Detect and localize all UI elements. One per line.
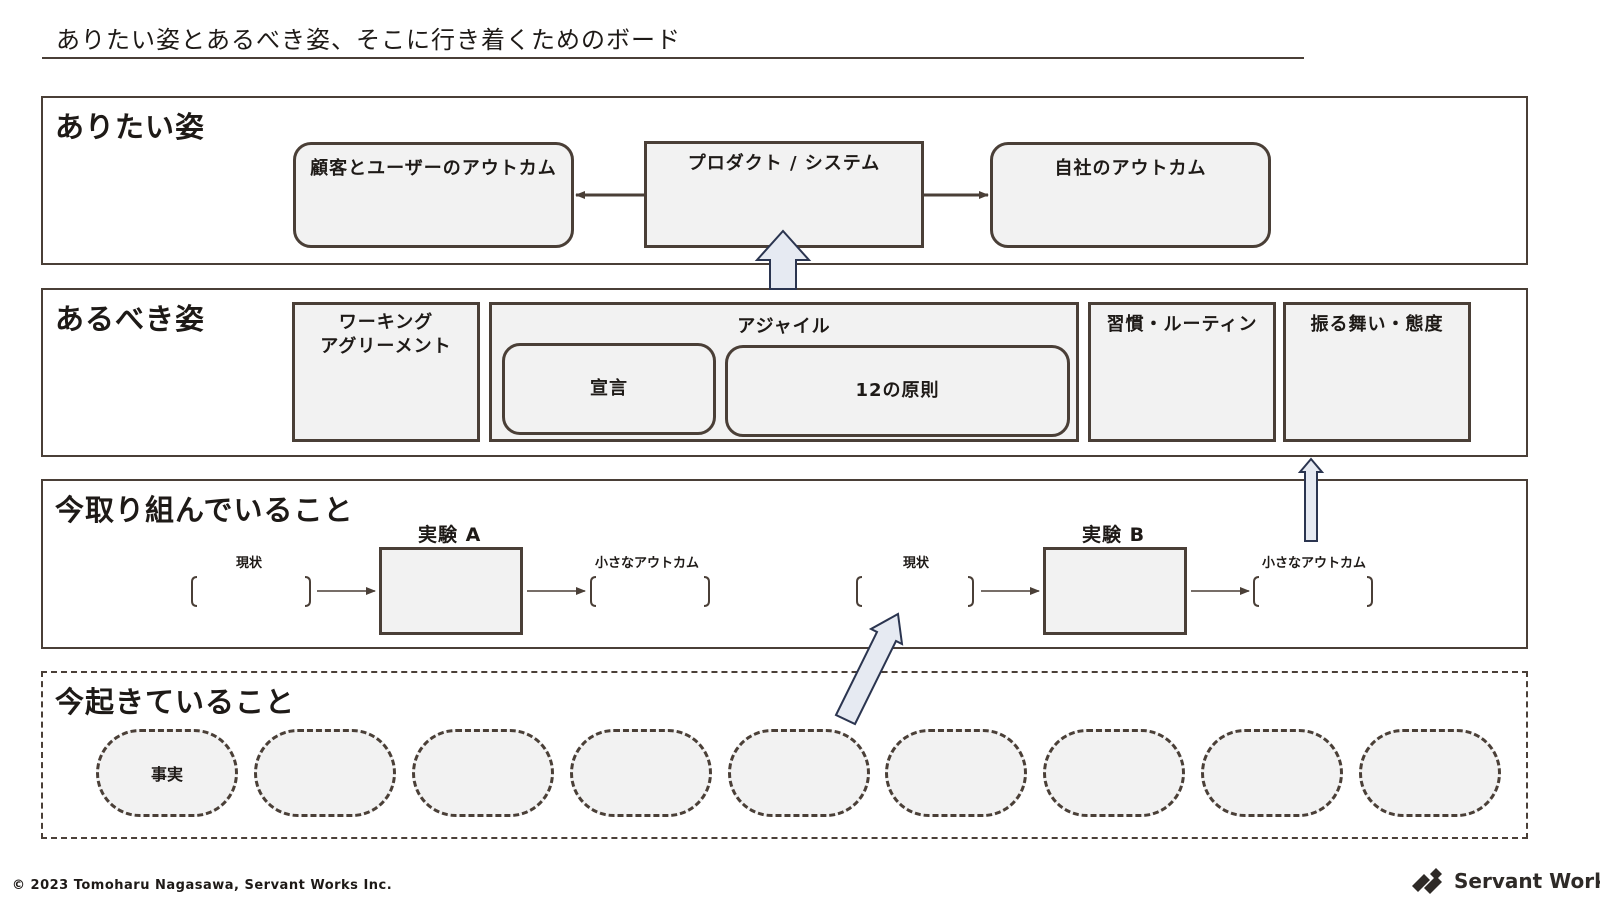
section-current-work-label: 今取り組んでいること: [55, 493, 354, 527]
fact-card[interactable]: [570, 729, 712, 817]
fact-card[interactable]: [1359, 729, 1501, 817]
servant-works-logo-icon: [1412, 868, 1442, 894]
board-title: ありたい姿とあるべき姿、そこに行き着くためのボード: [56, 26, 681, 54]
fact-card[interactable]: [1043, 729, 1185, 817]
fact-card[interactable]: [728, 729, 870, 817]
fact-card[interactable]: [412, 729, 554, 817]
behavior-label: 振る舞い・態度: [1310, 314, 1444, 335]
behavior-card[interactable]: 振る舞い・態度: [1283, 302, 1471, 442]
working-agreement-card[interactable]: ワーキング アグリーメント: [292, 302, 480, 442]
experiment-a-title: 実験 A: [418, 524, 482, 546]
experiment-a-box[interactable]: [379, 547, 523, 635]
current-state-a-label: 現状: [236, 556, 263, 571]
working-agreement-label: ワーキング アグリーメント: [320, 312, 452, 358]
customer-outcome-card[interactable]: 顧客とユーザーのアウトカム: [293, 142, 574, 248]
habits-label: 習慣・ルーティン: [1106, 314, 1258, 335]
fact-card[interactable]: 事実: [96, 729, 238, 817]
product-system-card[interactable]: プロダクト / システム: [644, 141, 924, 248]
manifesto-label: 宣言: [590, 377, 628, 399]
company-outcome-card[interactable]: 自社のアウトカム: [990, 142, 1271, 248]
small-outcome-b-label: 小さなアウトカム: [1262, 556, 1367, 571]
section-ideal-label: あるべき姿: [55, 302, 206, 336]
fact-card[interactable]: [885, 729, 1027, 817]
section-current-work: 今取り組んでいること: [41, 479, 1528, 649]
experiment-b-title: 実験 B: [1082, 524, 1146, 546]
manifesto-card[interactable]: 宣言: [502, 343, 716, 435]
current-state-b-label: 現状: [903, 556, 930, 571]
principles-card[interactable]: 12の原則: [725, 345, 1070, 437]
habits-card[interactable]: 習慣・ルーティン: [1088, 302, 1276, 442]
copyright-text: © 2023 Tomoharu Nagasawa, Servant Works …: [12, 878, 393, 893]
servant-works-logo: Servant Works: [1410, 866, 1600, 896]
product-system-label: プロダクト / システム: [687, 153, 881, 174]
logo-text: Servant Works: [1454, 869, 1600, 893]
title-underline: [42, 57, 1304, 59]
section-desired-label: ありたい姿: [55, 110, 206, 144]
customer-outcome-label: 顧客とユーザーのアウトカム: [310, 158, 557, 179]
fact-card[interactable]: [254, 729, 396, 817]
company-outcome-label: 自社のアウトカム: [1054, 158, 1207, 179]
experiment-b-box[interactable]: [1043, 547, 1187, 635]
fact-card[interactable]: [1201, 729, 1343, 817]
fact-label: 事実: [150, 765, 183, 784]
agile-label: アジャイル: [737, 316, 831, 337]
principles-label: 12の原則: [855, 379, 940, 401]
section-happening-label: 今起きていること: [55, 685, 296, 719]
small-outcome-a-label: 小さなアウトカム: [595, 556, 700, 571]
